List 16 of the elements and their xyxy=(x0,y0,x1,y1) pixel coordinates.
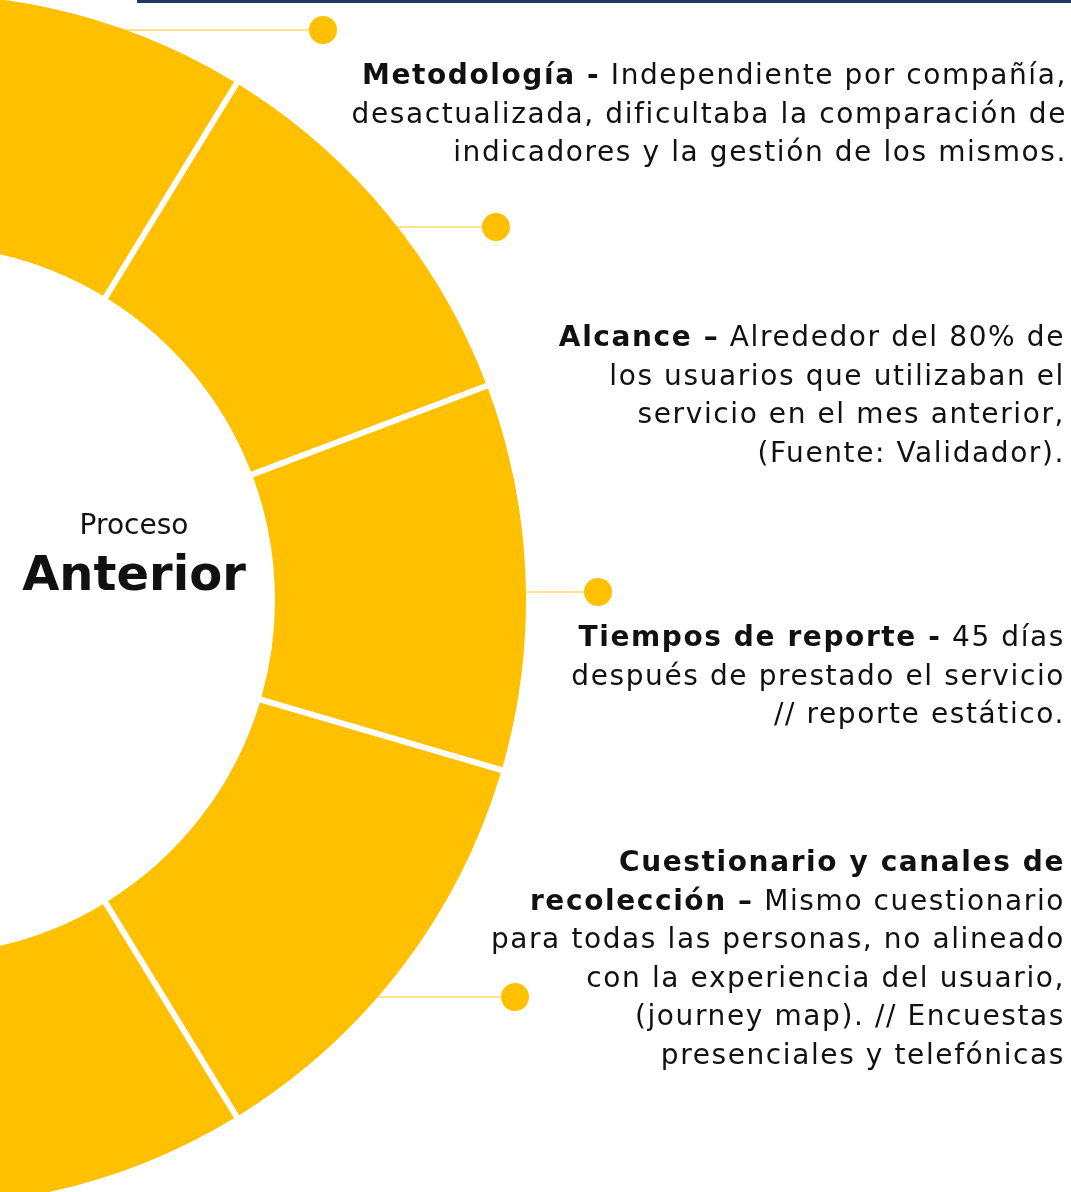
description-text: Metodología - Independiente por compañía, desactualizada, dificultaba la comparación de indicadores y la gestión de los mismos. xyxy=(350,57,1067,170)
description-text: Alcance – Alrededor del 80% de los usuarios que utilizaban el servicio en el mes anterior, (Fuente: Validador). xyxy=(557,319,1065,471)
leader-line xyxy=(394,226,483,228)
center-subtitle: Proceso xyxy=(79,507,189,543)
ring-segment xyxy=(0,0,235,296)
leader-line xyxy=(375,996,502,998)
leader-line xyxy=(122,29,310,31)
ring-segment xyxy=(0,904,235,1192)
ring-segment xyxy=(253,388,526,768)
dot-marker xyxy=(501,983,529,1011)
center-title: Anterior xyxy=(22,545,246,601)
dot-marker xyxy=(482,213,510,241)
dot-marker xyxy=(584,578,612,606)
description-text: Tiempos de reporte - 45 días después de prestado el servicio // reporte estático. xyxy=(570,619,1065,732)
description-text: Cuestionario y canales de recolección – Mismo cuestionario para todas las personas, no alineado con la experiencia del usuario, (journey map). // Encuestas presenciales y telefónicas xyxy=(489,844,1065,1073)
dot-marker xyxy=(309,16,337,44)
